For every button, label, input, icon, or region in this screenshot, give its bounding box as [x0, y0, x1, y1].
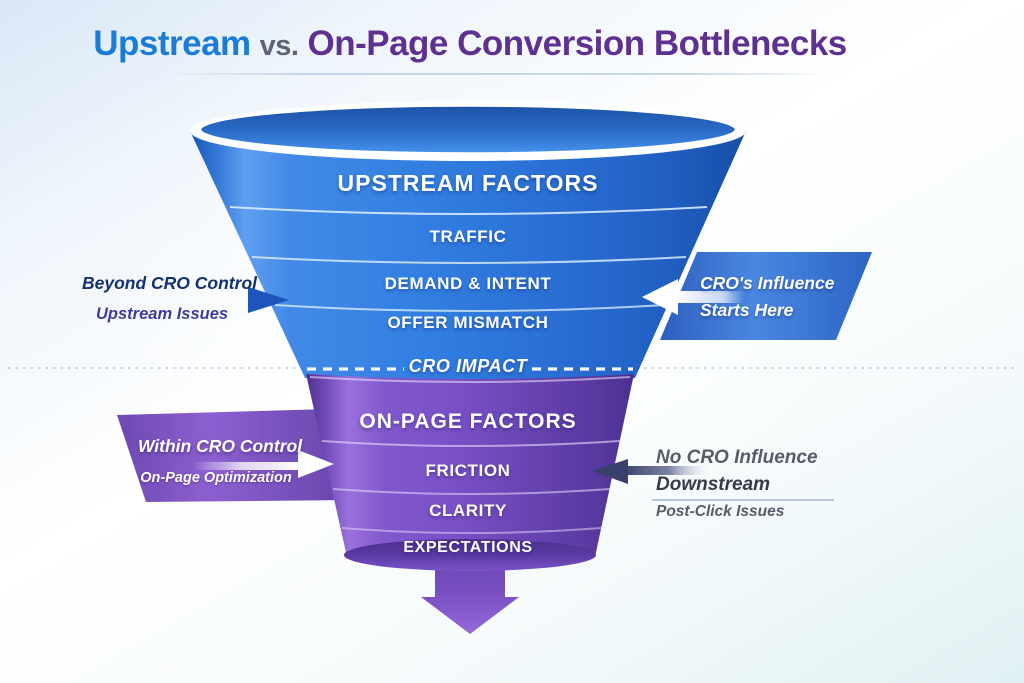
no-influence-arrow-tail: [622, 466, 708, 475]
within-cro-title: Within CRO Control: [137, 436, 303, 456]
funnel-row-traffic: TRAFFIC: [429, 227, 507, 246]
influence-banner: [660, 252, 872, 340]
within-cro-subtitle: On-Page Optimization: [140, 470, 292, 486]
influence-line1: CRO's Influence: [700, 273, 835, 293]
no-influence-line2: Downstream: [656, 474, 771, 495]
funnel-bottom-lip: [344, 539, 596, 571]
influence-line2: Starts Here: [700, 300, 794, 320]
cro-impact-label: CRO IMPACT: [408, 356, 528, 376]
funnel-row-friction: FRICTION: [425, 461, 511, 480]
divider-traffic-demand: [251, 256, 687, 264]
divider-upstream-traffic: [229, 206, 708, 215]
divider-onpage-friction: [321, 440, 621, 447]
title-word-vs: vs.: [259, 30, 299, 62]
divider-demand-offer: [274, 304, 665, 312]
within-cro-arrow-tail: [192, 462, 302, 470]
title-word-upstream: Upstream: [93, 24, 251, 63]
funnel-row-expectations: EXPECTATIONS: [403, 539, 533, 556]
title-word-onpage: On-Page Conversion Bottlenecks: [307, 24, 847, 63]
within-cro-banner: [117, 409, 352, 502]
no-influence-arrow-icon: [592, 459, 628, 484]
funnel-row-demand-intent: DEMAND & INTENT: [384, 274, 552, 293]
influence-arrow-tail: [676, 291, 744, 303]
beyond-cro-subtitle: Upstream Issues: [96, 305, 229, 323]
funnel-upper-body: [190, 131, 746, 384]
title-divider: [170, 73, 830, 75]
funnel-lower-top-highlight: [309, 376, 631, 383]
upstream-factors-header: UPSTREAM FACTORS: [337, 170, 599, 196]
influence-banner-text: CRO's Influence Starts Here: [700, 270, 834, 324]
divider-clarity-expectations: [341, 527, 602, 534]
funnel-row-clarity: CLARITY: [429, 501, 507, 520]
no-influence-line1: No CRO Influence: [656, 447, 818, 468]
funnel-row-offer-mismatch: OFFER MISMATCH: [387, 313, 549, 332]
beyond-cro-title: Beyond CRO Control: [82, 273, 257, 293]
beyond-cro-arrow-icon: [248, 287, 289, 313]
post-click-issues-label: Post-Click Issues: [656, 503, 785, 520]
influence-arrow-icon: [642, 279, 678, 315]
funnel-mouth: [198, 104, 738, 155]
divider-friction-clarity: [332, 488, 611, 495]
onpage-factors-header: ON-PAGE FACTORS: [359, 410, 577, 433]
funnel-lower-body: [306, 374, 634, 563]
within-cro-arrow-icon: [298, 450, 334, 478]
